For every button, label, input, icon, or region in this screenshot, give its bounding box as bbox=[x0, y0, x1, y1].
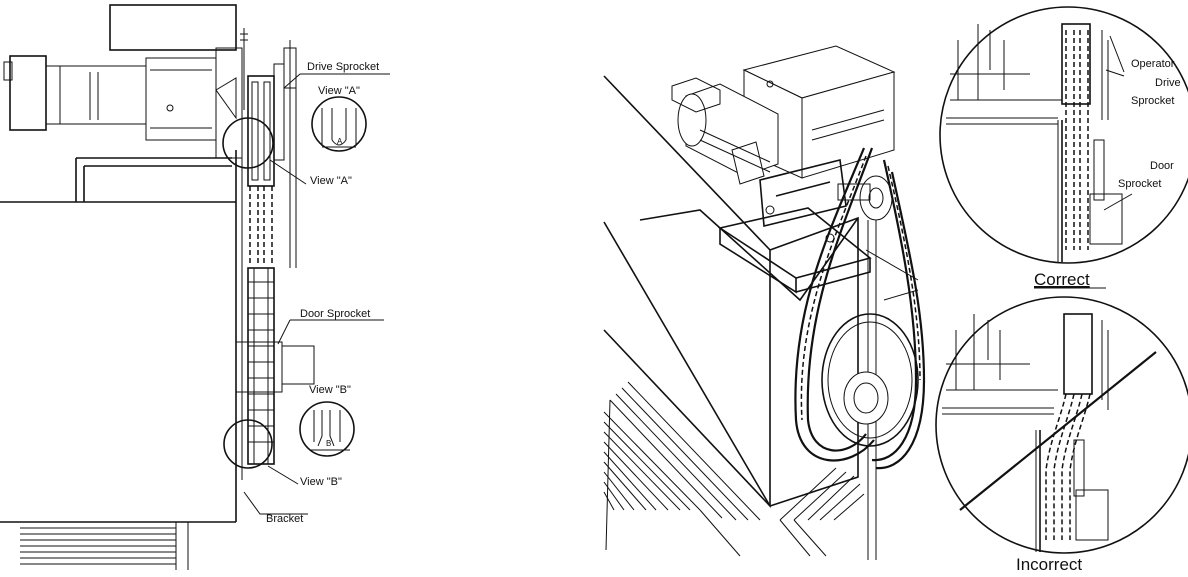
view-b-pointer-label: View "B" bbox=[300, 476, 342, 488]
door-sprocket-label-correct: Door bbox=[1150, 160, 1174, 172]
dim-b-label: B bbox=[326, 439, 331, 448]
incorrect-strike-line bbox=[959, 351, 1157, 511]
view-b-title: View "B" bbox=[309, 384, 351, 396]
dim-a-label: A bbox=[337, 137, 343, 146]
door-slats bbox=[20, 527, 176, 565]
leader-lines bbox=[243, 73, 390, 515]
door-sprocket-iso bbox=[821, 313, 919, 447]
right-isometric-view bbox=[603, 45, 926, 560]
operator-drive-sprocket-label-3: Sprocket bbox=[1131, 95, 1174, 107]
callout-correct: Operator Drive Sprocket Door Sprocket Co… bbox=[939, 6, 1188, 289]
shelf bbox=[717, 207, 872, 294]
view-b-circle bbox=[223, 419, 273, 469]
door-sprocket-label: Door Sprocket bbox=[300, 308, 370, 320]
drive-sprocket-chains bbox=[240, 28, 297, 268]
operator-motor bbox=[3, 4, 243, 159]
left-side-elevation: Drive Sprocket View "A" A View "A" Door … bbox=[0, 4, 390, 570]
view-a-circle bbox=[222, 117, 274, 169]
view-a-pointer-label: View "A" bbox=[310, 175, 352, 187]
chain-loops bbox=[794, 147, 926, 470]
view-a-title: View "A" bbox=[318, 85, 360, 97]
drive-sprocket-label: Drive Sprocket bbox=[307, 61, 379, 73]
detail-view-a bbox=[311, 96, 367, 152]
door-sprocket-label-correct-2: Sprocket bbox=[1118, 178, 1161, 190]
door-slats-hatch bbox=[603, 381, 865, 557]
door-sprocket-chains bbox=[235, 267, 315, 465]
callout-incorrect: Incorrect bbox=[935, 296, 1188, 574]
correct-caption: Correct bbox=[1034, 270, 1090, 289]
incorrect-caption: Incorrect bbox=[1016, 555, 1082, 574]
mounting-plate bbox=[0, 150, 243, 570]
operator-drive-sprocket-label-2: Drive bbox=[1155, 77, 1181, 89]
operator-drive-sprocket-label-1: Operator bbox=[1131, 58, 1175, 70]
detail-view-b bbox=[299, 401, 355, 457]
drive-sprocket-iso bbox=[837, 175, 893, 221]
operator-motor-iso bbox=[671, 77, 779, 185]
bracket-label: Bracket bbox=[266, 513, 303, 525]
mount-bracket bbox=[759, 159, 847, 227]
